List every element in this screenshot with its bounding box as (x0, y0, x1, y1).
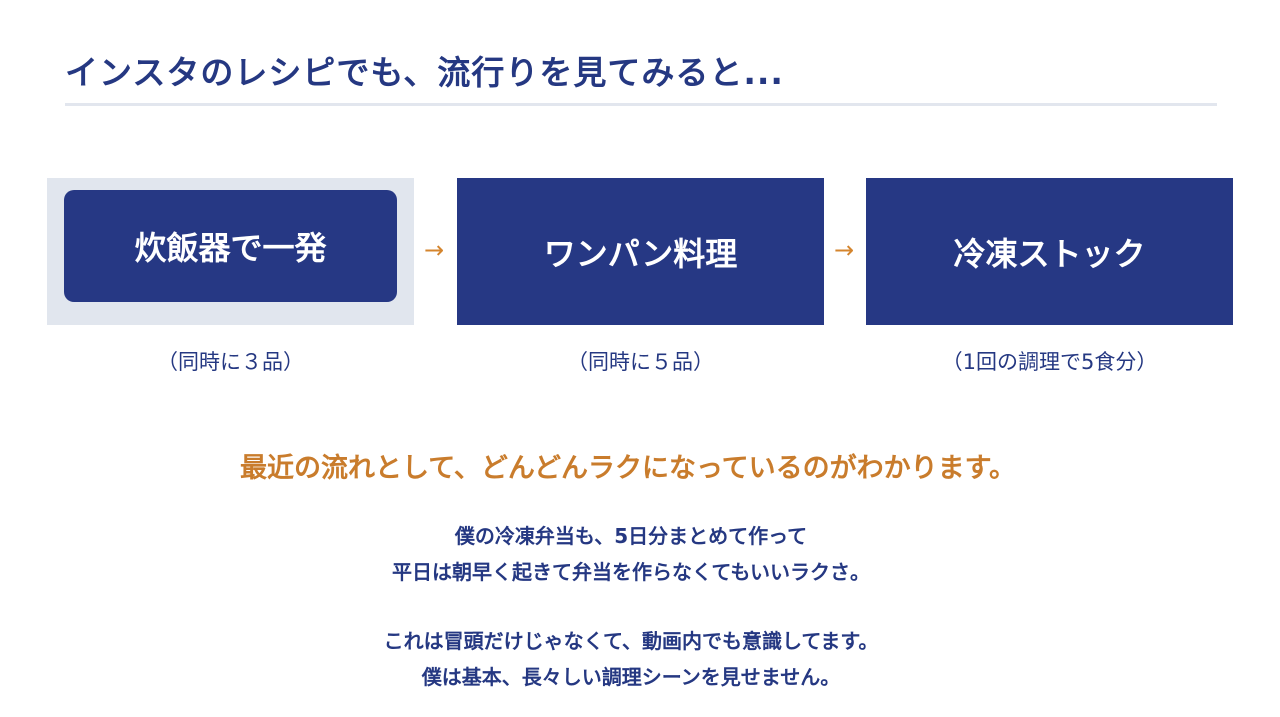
step-box-inner: 炊飯器で一発 (64, 190, 397, 302)
body-line: 平日は朝早く起きて弁当を作らなくてもいいラクさ。 (392, 560, 870, 584)
step-box-frozen-stock[interactable]: 冷凍ストック (866, 178, 1233, 325)
arrow-right-icon: → (424, 236, 445, 264)
slide-title: インスタのレシピでも、流行りを見てみると... (65, 53, 784, 92)
body-line: 僕は基本、長々しい調理シーンを見せません。 (421, 665, 841, 689)
title-divider (65, 103, 1217, 106)
step-caption: （1回の調理で5食分） (941, 350, 1158, 374)
step-box-one-pan[interactable]: ワンパン料理 (457, 178, 824, 325)
step-caption: （同時に３品） (157, 350, 304, 374)
step-caption: （同時に５品） (567, 350, 714, 374)
body-line: これは冒頭だけじゃなくて、動画内でも意識してます。 (383, 629, 879, 653)
lead-statement: 最近の流れとして、どんどんラクになっているのがわかります。 (240, 453, 1016, 484)
arrow-right-icon: → (834, 236, 855, 264)
body-line: 僕の冷凍弁当も、5日分まとめて作って (454, 524, 808, 548)
step-box-rice-cooker[interactable]: 炊飯器で一発 (47, 178, 414, 325)
